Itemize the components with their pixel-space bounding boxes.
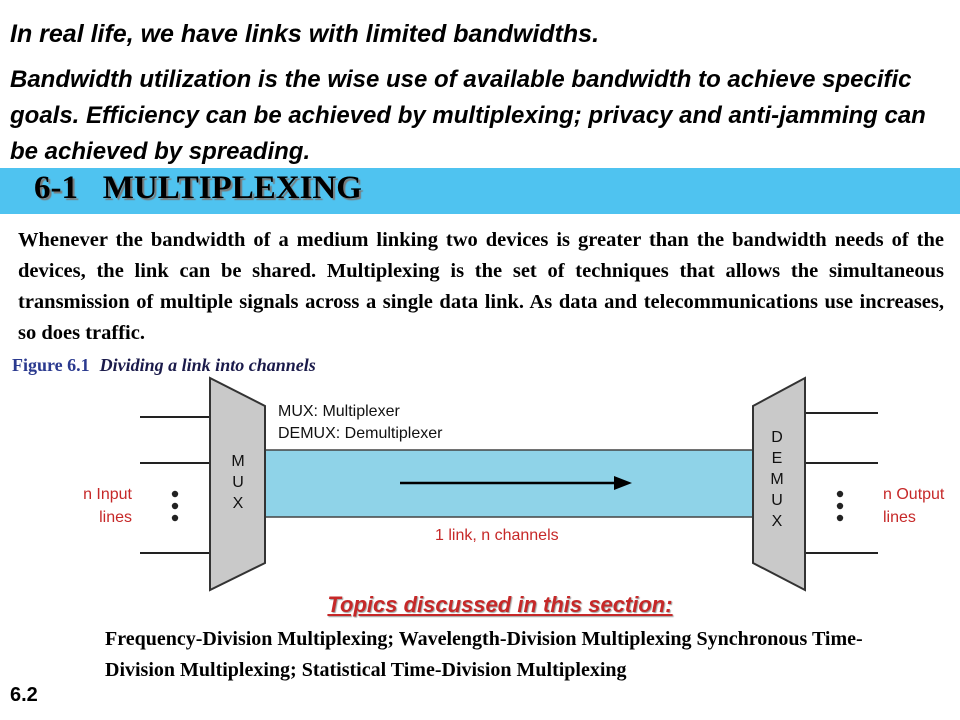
legend-demux: DEMUX: Demultiplexer bbox=[278, 425, 443, 442]
demux-box bbox=[752, 376, 806, 592]
demux-letter: U bbox=[771, 492, 783, 509]
figure-title: Dividing a link into channels bbox=[99, 355, 316, 375]
mux-letter: U bbox=[232, 474, 244, 491]
demux-letter: X bbox=[772, 513, 783, 530]
legend-mux: MUX: Multiplexer bbox=[278, 403, 400, 420]
section-title: 6-1 MULTIPLEXING bbox=[34, 170, 362, 206]
output-lines bbox=[805, 412, 878, 554]
link-arrowhead bbox=[614, 476, 632, 490]
output-label: n Output bbox=[883, 486, 945, 503]
page-number: 6.2 bbox=[10, 684, 38, 706]
intro-body: Bandwidth utilization is the wise use of… bbox=[10, 66, 926, 165]
demux-letter: E bbox=[772, 450, 783, 467]
intro-title: In real life, we have links with limited… bbox=[10, 20, 600, 48]
input-lines bbox=[140, 416, 212, 554]
mux-letter: M bbox=[231, 453, 244, 470]
demux-letter: D bbox=[771, 429, 783, 446]
output-label: lines bbox=[883, 509, 916, 526]
link-label: 1 link, n channels bbox=[435, 527, 559, 544]
topics-list: Frequency-Division Multiplexing; Wavelen… bbox=[105, 628, 863, 681]
demux-letter: M bbox=[770, 471, 783, 488]
mux-letter: X bbox=[233, 495, 244, 512]
mux-box bbox=[209, 376, 266, 592]
output-ellipsis bbox=[836, 490, 844, 522]
figure-number: Figure 6.1 bbox=[12, 355, 90, 375]
figure-caption: Figure 6.1 Dividing a link into channels bbox=[12, 355, 512, 377]
section-paragraph: Whenever the bandwidth of a medium linki… bbox=[18, 229, 944, 344]
section-banner: 6-1 MULTIPLEXING bbox=[0, 168, 960, 214]
input-label: lines bbox=[99, 509, 132, 526]
input-label: n Input bbox=[83, 486, 132, 503]
input-ellipsis bbox=[171, 490, 179, 522]
multiplexing-diagram: M U X D E M U X MUX: Multiplexer DEMUX: … bbox=[83, 376, 945, 592]
topics-heading: Topics discussed in this section: bbox=[327, 592, 673, 617]
